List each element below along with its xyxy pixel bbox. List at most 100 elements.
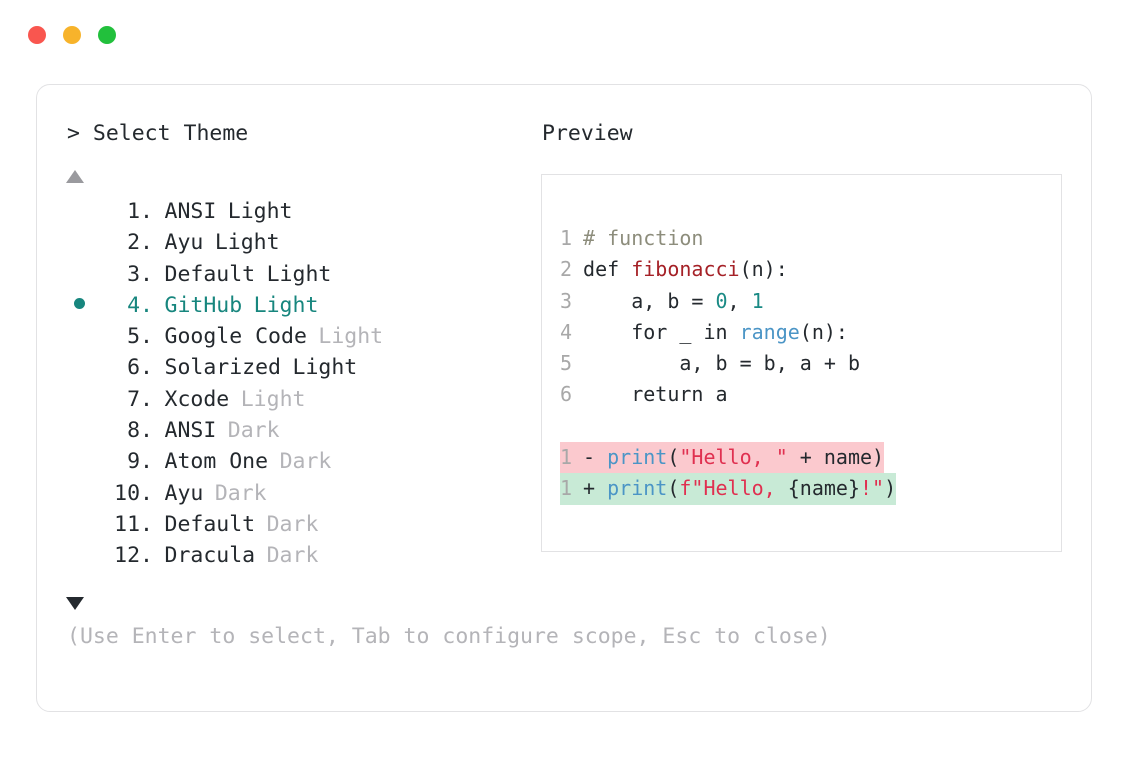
code-token: {name}	[787, 476, 861, 501]
line-number: 2	[560, 257, 573, 282]
code-blank-line	[560, 411, 1061, 442]
theme-item-name: Ayu	[164, 230, 204, 256]
code-token: +	[571, 476, 608, 501]
window-titlebar	[28, 26, 116, 44]
scroll-up-indicator[interactable]	[66, 163, 86, 189]
diff-highlight: 1 + print(f"Hello, {name}!")	[560, 473, 897, 505]
theme-item-number: 8.	[127, 418, 153, 444]
window-minimize-button[interactable]	[63, 26, 81, 44]
theme-item-variant: Light	[227, 199, 293, 224]
line-number: 6	[560, 382, 573, 407]
window-maximize-button[interactable]	[98, 26, 116, 44]
code-token: !"	[860, 476, 885, 501]
code-token: fibonacci	[631, 257, 740, 282]
page-title: > Select Theme	[67, 121, 249, 146]
code-token: (n):	[739, 257, 788, 282]
scroll-down-indicator[interactable]	[66, 591, 86, 617]
theme-list-item[interactable]: 4. GitHub Light	[65, 293, 541, 324]
selected-bullet-icon	[74, 297, 85, 309]
code-token: # function	[583, 226, 704, 250]
code-token: ,	[727, 288, 752, 313]
diff-line-add: 1 + print(f"Hello, {name}!")	[560, 473, 1061, 505]
theme-item-name: ANSI	[164, 418, 217, 444]
theme-item-number: 1.	[127, 199, 153, 224]
theme-item-name: GitHub	[164, 292, 243, 318]
theme-item-number: 7.	[127, 386, 153, 412]
theme-list-item[interactable]: 5. Google Code Light	[65, 324, 541, 355]
theme-item-variant: Light	[266, 261, 332, 287]
theme-item-name: ANSI	[164, 199, 217, 224]
code-line: 2 def fibonacci(n):	[560, 254, 1061, 285]
theme-item-number: 2.	[127, 230, 153, 256]
theme-item-name: Dracula	[164, 543, 256, 569]
theme-item-number: 5.	[127, 324, 153, 350]
code-token: for _ in	[571, 319, 740, 344]
preview-label: Preview	[542, 121, 633, 146]
diff-line-del: 1 - print("Hello, " + name)	[560, 442, 1061, 474]
triangle-down-icon	[66, 597, 84, 611]
code-token	[571, 257, 583, 281]
code-line: 3 a, b = 0, 1	[560, 286, 1061, 317]
line-number: 4	[560, 319, 573, 344]
triangle-up-icon	[66, 169, 84, 183]
code-token: + name)	[787, 445, 885, 470]
theme-item-name: Default	[164, 261, 256, 287]
code-token: 1	[751, 288, 764, 313]
code-line: 1 # function	[560, 223, 1061, 254]
theme-list-item[interactable]: 7. Xcode Light	[65, 387, 541, 418]
diff-highlight: 1 - print("Hello, " + name)	[560, 442, 885, 474]
theme-item-variant: Light	[318, 324, 384, 350]
theme-item-number: 9.	[127, 449, 153, 475]
theme-item-variant: Dark	[279, 449, 332, 475]
code-line: 6 return a	[560, 379, 1061, 410]
theme-item-number: 12.	[114, 543, 153, 569]
line-number: 1	[560, 476, 573, 501]
theme-item-number: 3.	[127, 261, 153, 287]
theme-list-item[interactable]: 1. ANSI Light	[65, 199, 541, 230]
theme-item-name: Solarized	[164, 355, 282, 381]
line-number: 5	[560, 351, 573, 376]
theme-list-item[interactable]: 6. Solarized Light	[65, 355, 541, 386]
window-close-button[interactable]	[28, 26, 46, 44]
code-token: (	[667, 445, 680, 470]
theme-item-name: Xcode	[164, 386, 230, 412]
theme-item-name: Default	[164, 511, 256, 537]
theme-list-item[interactable]: 10. Ayu Dark	[65, 481, 541, 512]
theme-item-name: Ayu	[164, 480, 204, 506]
code-line: 4 for _ in range(n):	[560, 317, 1061, 348]
line-number: 1	[560, 445, 573, 470]
code-token: -	[571, 445, 608, 470]
theme-item-variant: Light	[253, 292, 319, 318]
theme-list-item[interactable]: 3. Default Light	[65, 262, 541, 293]
code-token: print	[607, 445, 668, 470]
theme-list-item[interactable]: 8. ANSI Dark	[65, 418, 541, 449]
theme-item-number: 10.	[114, 480, 153, 506]
theme-item-variant: Dark	[227, 418, 280, 444]
theme-item-variant: Light	[240, 386, 306, 412]
theme-item-number: 4.	[127, 292, 153, 318]
code-token: "Hello, "	[679, 445, 788, 470]
code-token: 0	[715, 288, 728, 313]
code-token: a, b = b, a + b	[571, 351, 860, 376]
code-token: print	[607, 476, 668, 501]
theme-item-number: 6.	[127, 355, 153, 381]
theme-item-variant: Light	[292, 355, 358, 381]
code-line: 5 a, b = b, a + b	[560, 348, 1061, 379]
code-token: f"Hello,	[679, 476, 788, 501]
theme-item-name: Google Code	[164, 324, 307, 350]
code-token	[571, 226, 583, 250]
theme-item-variant: Dark	[214, 480, 267, 506]
code-token: range	[739, 319, 800, 344]
